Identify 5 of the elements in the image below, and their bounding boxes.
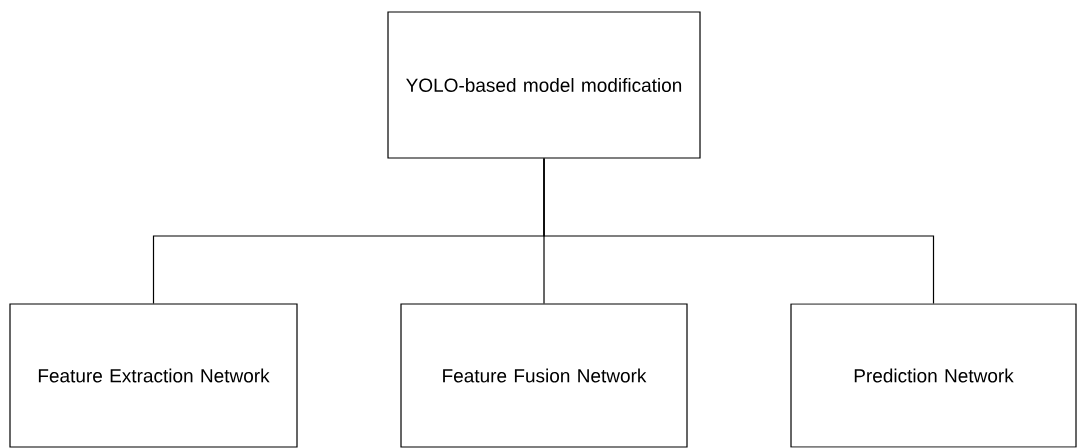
process-box: Feature Extraction Network <box>9 303 298 448</box>
process-box: Prediction Network <box>790 303 1077 448</box>
process-box: Feature Fusion Network <box>400 303 688 448</box>
connector-line <box>543 158 935 304</box>
process-box: YOLO-based model modification <box>387 11 701 159</box>
